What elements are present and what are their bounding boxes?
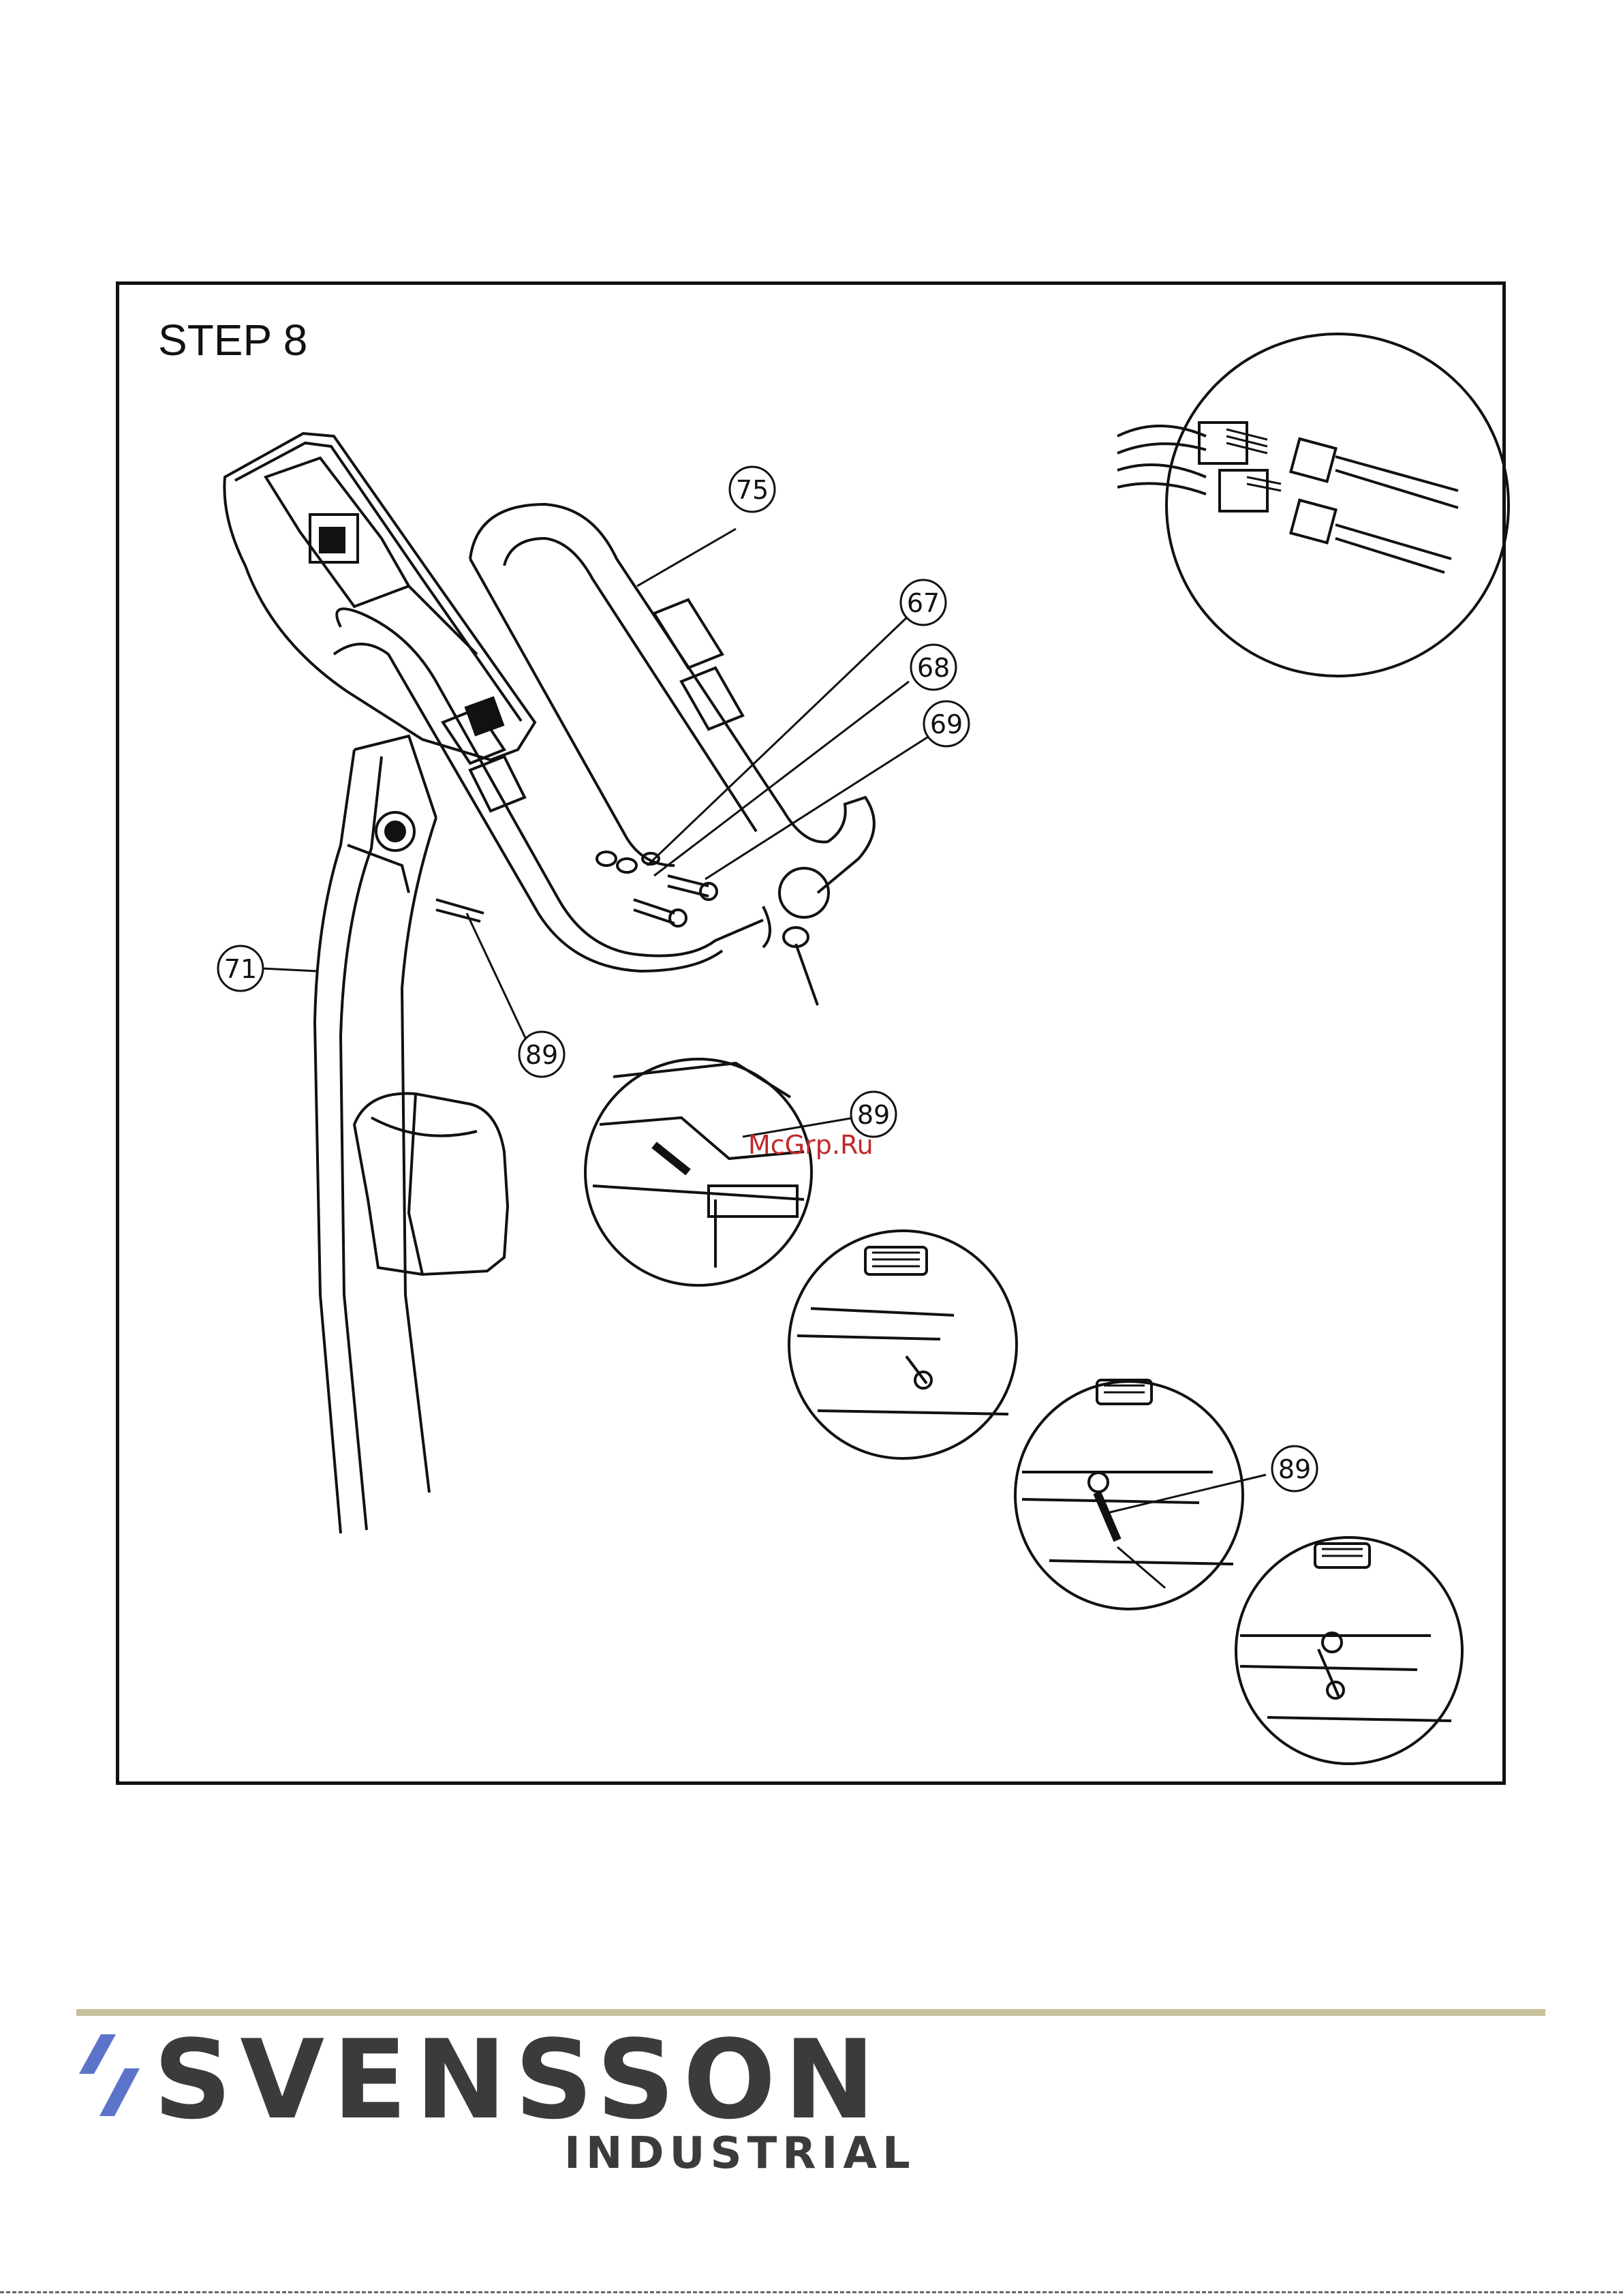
detail-view-4 <box>1236 1537 1462 1764</box>
brand-subtitle: INDUSTRIAL <box>564 2132 916 2175</box>
callout-67-label: 67 <box>907 588 940 618</box>
detail-view-3 <box>1015 1380 1243 1609</box>
callout-89a-label: 89 <box>525 1040 558 1070</box>
callout-71-label: 71 <box>224 954 257 984</box>
detail-view-2 <box>789 1231 1017 1458</box>
connector-detail <box>1117 334 1509 676</box>
bolts-drawing <box>436 852 717 926</box>
callout-68-label: 68 <box>917 653 950 683</box>
callout-89c-label: 89 <box>1278 1454 1311 1484</box>
column-drawing <box>315 736 508 1533</box>
leader-lines <box>262 529 1266 1588</box>
brand-slash-icon <box>74 2034 142 2116</box>
footer-rule <box>76 2009 1545 2016</box>
brand-name: SVENSSON <box>153 2025 883 2134</box>
console-drawing <box>224 433 535 760</box>
detail-view-1 <box>585 1059 812 1285</box>
callout-75-label: 75 <box>736 475 769 505</box>
callout-69-label: 69 <box>930 709 963 739</box>
watermark: McGrp.Ru <box>748 1130 874 1160</box>
callouts <box>218 467 1317 1491</box>
callout-89b-label: 89 <box>857 1100 890 1130</box>
bottom-rule <box>0 2291 1623 2294</box>
